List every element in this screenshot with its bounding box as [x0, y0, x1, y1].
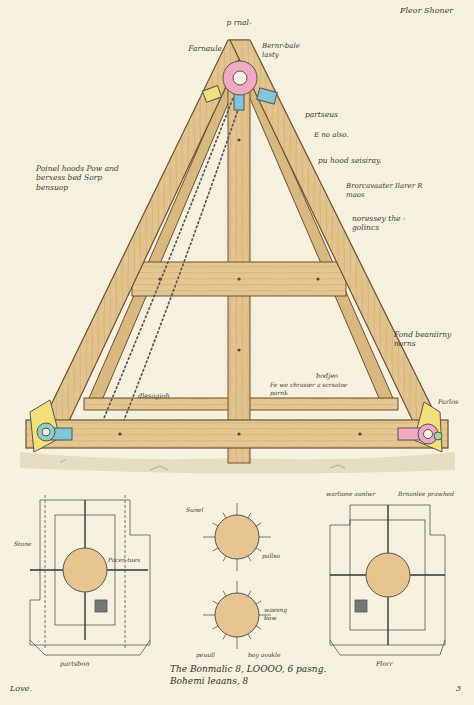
gear-spike — [248, 634, 251, 639]
note-label: pu hood seisiray. — [318, 156, 408, 165]
note-label: Brorcavaater Ilarer R maos — [346, 182, 424, 200]
note-label: Fond beaniirny norns — [394, 330, 456, 349]
note-label: dlesagioh — [138, 392, 180, 400]
gear-spike — [223, 591, 226, 596]
gear-spike — [237, 559, 238, 571]
gear-spike — [213, 626, 218, 629]
gear-spike — [256, 523, 261, 526]
gear-spike — [256, 601, 261, 604]
gear-spike — [223, 556, 226, 561]
note-label: peuull — [196, 651, 230, 659]
note-label: Love. — [10, 684, 50, 694]
gear-spike — [203, 615, 215, 616]
gear-spike — [237, 503, 238, 515]
note-label: p rnal- — [214, 18, 264, 27]
gear-spike — [213, 601, 218, 604]
note-label: Poinel hoods Pow and berxess bed Sorp be… — [36, 164, 128, 192]
note-label: Pacer-tuex — [108, 556, 152, 564]
gear-spike — [256, 548, 261, 551]
note-label: Parlos — [438, 398, 470, 406]
note-label: 3 — [456, 684, 470, 694]
note-label: Fe we chrasier a scrsaloe parnk — [270, 381, 356, 396]
gear-spike — [223, 634, 226, 639]
gear-spike — [203, 537, 215, 538]
note-label: bodjeo — [316, 372, 356, 380]
note-label: noressey the -golincs — [352, 214, 424, 233]
note-label: boy avokle — [248, 651, 294, 659]
note-label: Brnanlee prawhed — [398, 490, 468, 498]
note-label: waesng bow — [264, 606, 298, 621]
note-label: pallso — [262, 552, 296, 560]
note-label: Bernr-bale lasty — [262, 42, 310, 60]
gear-spike — [256, 626, 261, 629]
note-label: Stone — [14, 540, 42, 548]
note-label: warlione aonlwr — [326, 490, 388, 498]
note-label: partsbon — [60, 660, 110, 668]
gear-spike — [259, 537, 271, 538]
gear-spike — [248, 591, 251, 596]
note-label: Fleor Shoner — [400, 6, 468, 16]
note-label: partseus — [305, 110, 365, 119]
note-label: Plorr — [376, 660, 416, 668]
note-label: Farnaule — [168, 44, 222, 53]
note-label: E no also. — [314, 131, 374, 140]
note-label: Sunel — [186, 506, 216, 514]
gear-spike — [248, 556, 251, 561]
gear-spike — [237, 581, 238, 593]
gear-spike — [248, 513, 251, 518]
gear-spike — [223, 513, 226, 518]
sheet-caption: The Bonmalic 8, LOOOO, 6 pasng. Bohemi l… — [170, 664, 330, 687]
gear-spike — [213, 523, 218, 526]
gear-spike — [213, 548, 218, 551]
gear-spike — [237, 637, 238, 649]
